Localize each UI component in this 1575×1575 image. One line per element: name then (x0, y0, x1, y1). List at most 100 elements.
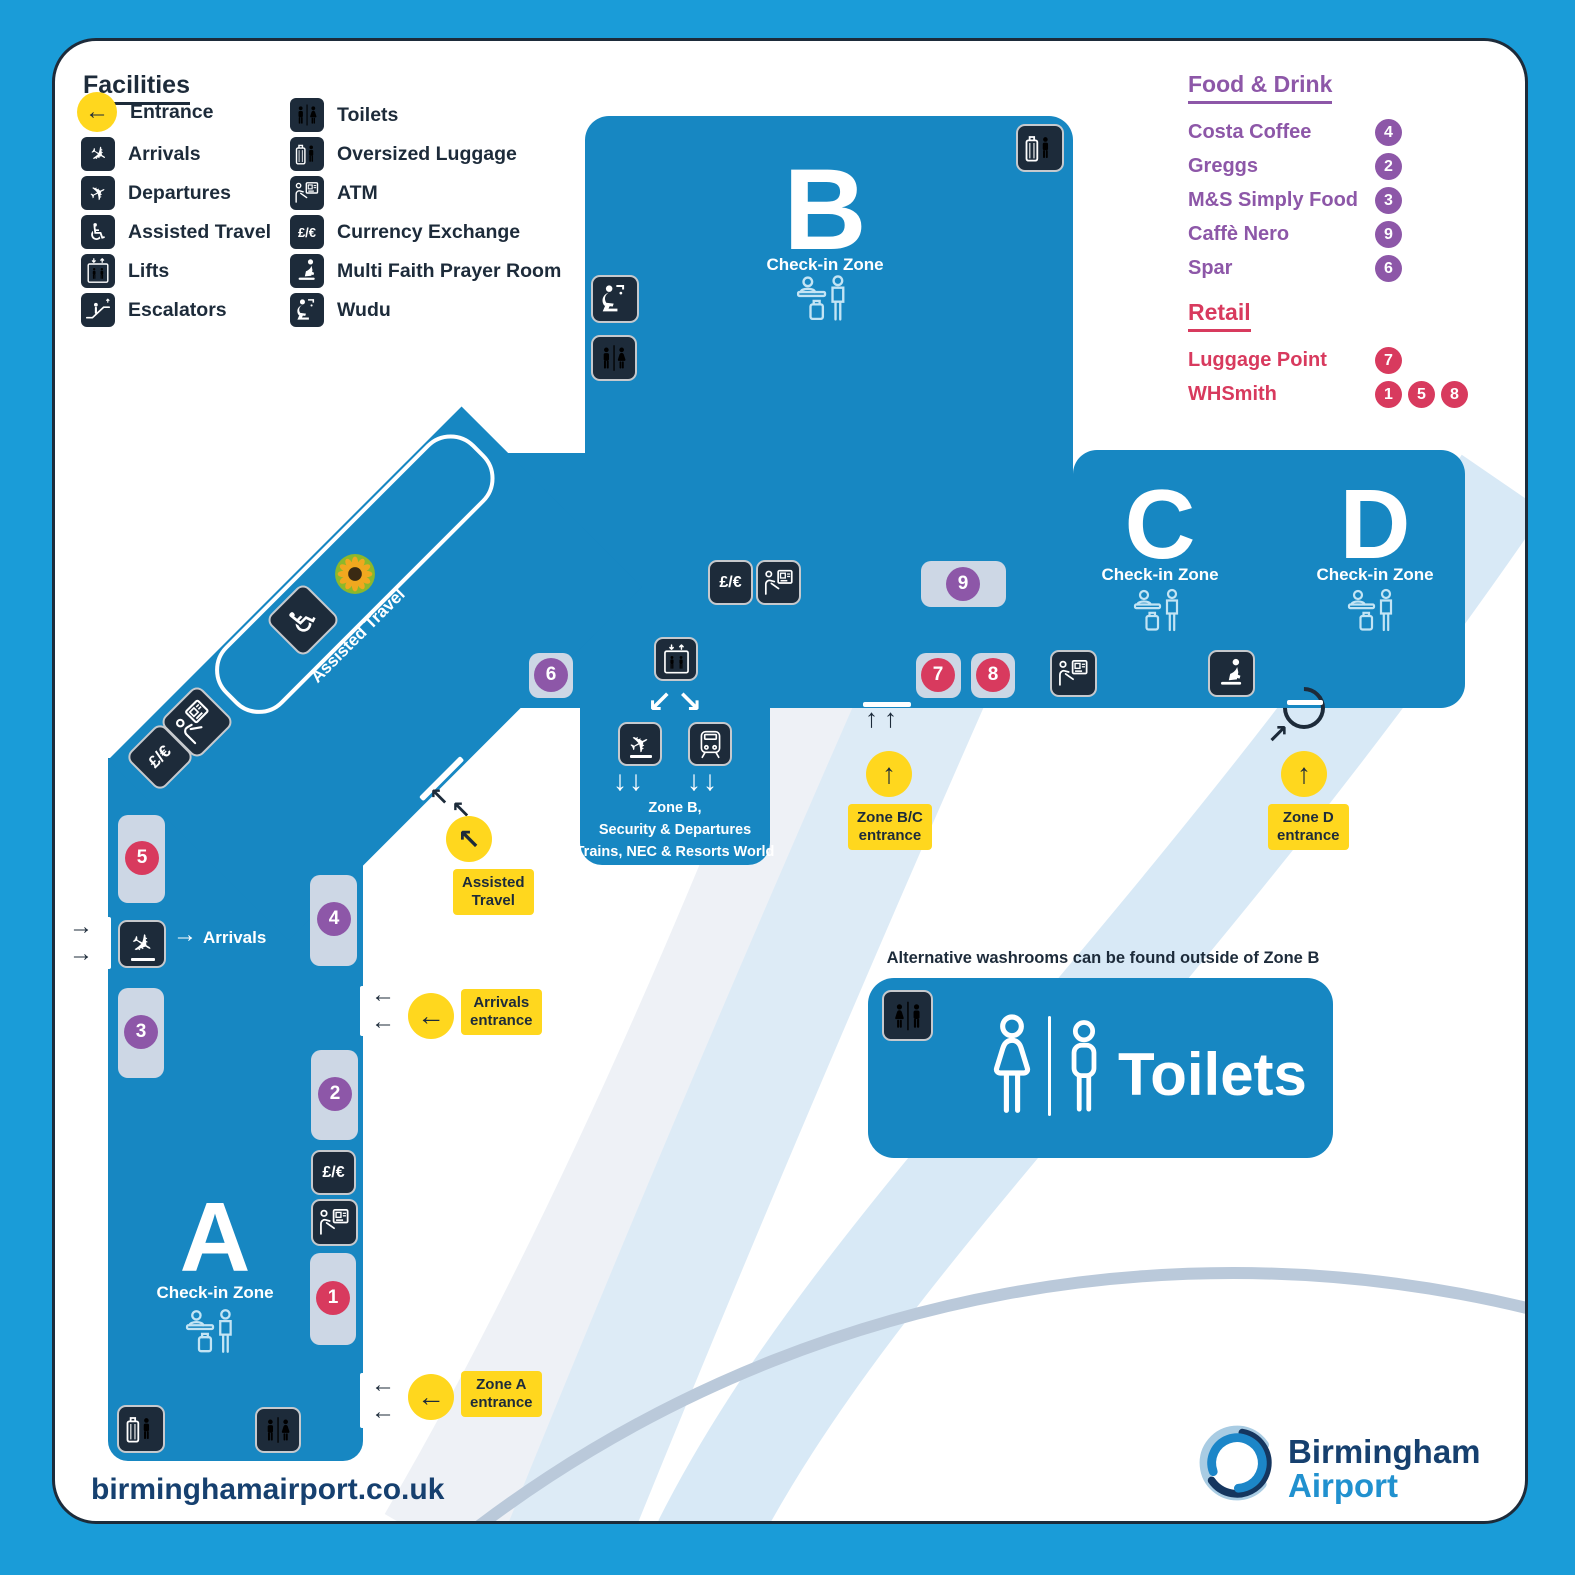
zone-d-entrance-icon: ↑ (1281, 751, 1327, 797)
assisted-travel-entrance-label: Assisted Travel (453, 869, 534, 915)
left-arrow-icon: ← (371, 1371, 395, 1398)
toilets-map-icon-zone-b (591, 335, 637, 381)
food-badge-greggs: 2 (1375, 153, 1402, 180)
logo-text-line1: Birmingham (1288, 1433, 1481, 1470)
right-arrow-icon: → (69, 913, 93, 940)
legend-item-atm: ATM (290, 174, 378, 212)
left-arrow-icon: ← (371, 1008, 395, 1035)
security-departures-label: Zone B, Security & Departures Trains, NE… (575, 800, 775, 860)
assisted-travel-entrance-icon: ↖ (446, 816, 492, 862)
birmingham-airport-logo: Birmingham Airport (1193, 1419, 1513, 1511)
zone-a-letter: A (179, 1182, 251, 1292)
door-zone-bc-entrance (863, 702, 911, 707)
retail-item-whsmith: WHSmith (1188, 383, 1277, 405)
marker-5: 5 (125, 841, 159, 875)
food-item-caffe-nero: Caffè Nero (1188, 223, 1290, 245)
marker-1: 1 (316, 1281, 350, 1315)
food-drink-title: Food & Drink (1188, 71, 1333, 104)
arrivals-inline-arrow-icon: → (173, 921, 197, 948)
toilets-map-icon-zone-a (255, 1407, 301, 1453)
left-arrow-icon: ← (371, 1398, 395, 1425)
food-item-greggs: Greggs (1188, 155, 1259, 177)
logo-text-line2: Airport (1288, 1467, 1398, 1504)
legend-item-toilets: Toilets (290, 96, 398, 134)
left-arrow-icon: ← (371, 981, 395, 1008)
zone-a-checkin-icon (185, 1306, 241, 1358)
legend-item-arrivals: ✈ Arrivals (81, 135, 201, 173)
down-left-arrow-icon: ↙ (647, 686, 673, 719)
zone-a-sublabel: Check-in Zone (156, 1283, 274, 1302)
up-left-arrow-icon: ↖ (429, 784, 450, 811)
zone-c-checkin-icon (1133, 586, 1187, 636)
retail-badge-whsmith-8: 8 (1441, 381, 1468, 408)
toilets-divider (1048, 1016, 1051, 1116)
door-zone-a-left (105, 917, 111, 969)
zone-cd-building (1073, 450, 1465, 708)
escalator-icon (81, 293, 115, 327)
arrivals-inline-label: Arrivals (203, 928, 267, 947)
down-right-arrow-icon: ↘ (677, 686, 703, 719)
currency-exchange-icon: £/€ (290, 215, 324, 249)
prayer-room-map-icon-cd (1208, 650, 1255, 697)
zone-c-sublabel: Check-in Zone (1101, 565, 1219, 584)
food-badge-costa: 4 (1375, 119, 1402, 146)
oversized-luggage-map-icon-zone-a (117, 1405, 165, 1453)
food-item-ms: M&S Simply Food (1188, 189, 1358, 211)
up-right-arrow-icon: ↗ (1267, 719, 1289, 749)
legend-item-oversized-luggage: Oversized Luggage (290, 135, 517, 173)
logo-swirl-icon (1199, 1425, 1275, 1501)
zone-c-letter: C (1124, 469, 1196, 579)
legend-item-assisted-travel: ♿ Assisted Travel (81, 213, 271, 251)
up-arrow-icon: ↑↑ (865, 703, 903, 733)
right-arrow-icon: → (69, 940, 93, 967)
door-zone-a-entrance (360, 1373, 366, 1428)
food-badge-spar: 6 (1375, 255, 1402, 282)
oversized-luggage-map-icon-zone-b (1016, 124, 1064, 172)
retail-badge-whsmith-1: 1 (1375, 381, 1402, 408)
arrivals-map-icon-zone-a: ✈ (118, 920, 166, 968)
atm-map-icon-zone-a (311, 1199, 358, 1246)
double-down-arrows-trains-icon: ↓↓ (687, 765, 719, 796)
retail-badge-luggage-point: 7 (1375, 347, 1402, 374)
toilets-banner-title: Toilets (1118, 1041, 1307, 1108)
food-badge-ms: 3 (1375, 187, 1402, 214)
door-arrivals-entrance (360, 986, 366, 1036)
sunflower-icon (334, 553, 376, 595)
zone-b-sublabel: Check-in Zone (766, 255, 884, 274)
legend-item-lifts: Lifts (81, 252, 169, 290)
zone-bc-entrance-label: Zone B/C entrance (848, 804, 932, 850)
marker-6: 6 (534, 658, 568, 692)
legend-item-currency-exchange: £/€ Currency Exchange (290, 213, 520, 251)
wudu-icon (290, 293, 324, 327)
marker-3: 3 (124, 1015, 158, 1049)
zone-a-entrance-label: Zone A entrance (461, 1371, 542, 1417)
retail-badge-whsmith-5: 5 (1408, 381, 1435, 408)
zone-bc-entrance-icon: ↑ (866, 751, 912, 797)
marker-4: 4 (317, 902, 351, 936)
legend-item-wudu: Wudu (290, 291, 391, 329)
legend-item-escalators: Escalators (81, 291, 227, 329)
atm-icon (290, 176, 324, 210)
retail-item-luggage-point: Luggage Point (1188, 349, 1327, 371)
food-drink-panel: Food & Drink (1188, 71, 1333, 104)
entrance-arrow-icon: ← (77, 92, 117, 132)
wheelchair-icon: ♿ (81, 215, 115, 249)
retail-panel: Retail (1188, 299, 1251, 332)
zone-d-sublabel: Check-in Zone (1316, 565, 1434, 584)
zone-a-entrance-icon: ← (408, 1374, 454, 1420)
zone-d-checkin-icon (1347, 586, 1401, 636)
zone-b-building (585, 116, 1073, 461)
toilets-note: Alternative washrooms can be found outsi… (886, 949, 1320, 967)
toilets-man-icon (1058, 1016, 1110, 1120)
revolving-door-threshold (1287, 700, 1323, 705)
wudu-map-icon (591, 275, 639, 323)
train-map-icon (688, 722, 732, 766)
food-item-costa: Costa Coffee (1188, 121, 1312, 143)
atm-map-icon-cd (1050, 650, 1097, 697)
prayer-room-icon (290, 254, 324, 288)
departures-map-icon: ✈ (618, 722, 662, 766)
retail-title: Retail (1188, 299, 1251, 332)
departures-plane-icon: ✈ (81, 176, 115, 210)
map-card: Assisted Travel ♿ £/€ Facilities ← Entra… (52, 38, 1528, 1524)
